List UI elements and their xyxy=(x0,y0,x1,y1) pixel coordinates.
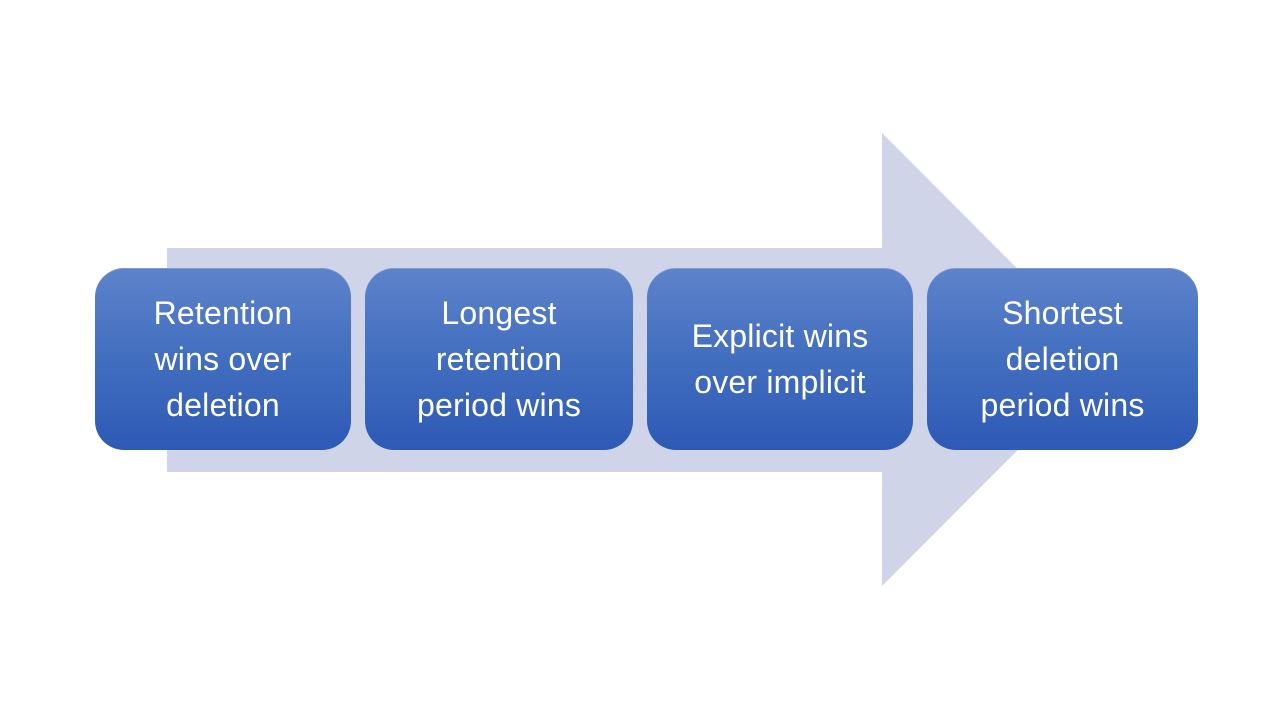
step-box-retention-wins: Retention wins over deletion xyxy=(95,268,351,450)
step-label: Explicit wins over implicit xyxy=(691,318,869,400)
step-label: Longest retention period wins xyxy=(416,295,582,423)
step-label: Shortest deletion period wins xyxy=(980,295,1145,423)
step-box-shortest-deletion: Shortest deletion period wins xyxy=(927,268,1198,450)
step-label: Retention wins over deletion xyxy=(153,295,293,423)
step-box-longest-retention: Longest retention period wins xyxy=(365,268,633,450)
step-box-explicit-wins: Explicit wins over implicit xyxy=(647,268,913,450)
